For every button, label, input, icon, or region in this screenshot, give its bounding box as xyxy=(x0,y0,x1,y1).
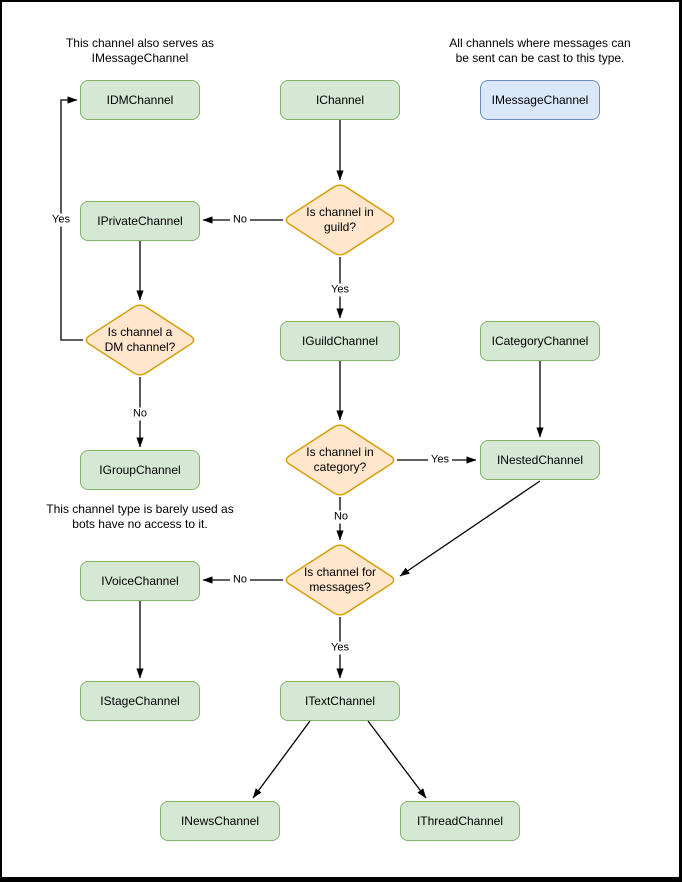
note-message-channel: All channels where messages can be sent … xyxy=(449,36,631,65)
note-group-channel: This channel type is barely used as bots… xyxy=(46,502,234,531)
node-igroupchannel: IGroupChannel xyxy=(80,450,200,490)
node-istagechannel: IStageChannel xyxy=(80,681,200,721)
edge-label-messages-no: No xyxy=(229,573,251,587)
edge-label-category-yes: Yes xyxy=(428,453,452,467)
edge-label-category-no: No xyxy=(330,510,352,524)
edge-itextchannel-to-inewschannel xyxy=(252,720,311,799)
node-itextchannel: ITextChannel xyxy=(280,681,400,721)
node-ichannel: IChannel xyxy=(280,80,400,120)
node-icategorychannel: ICategoryChannel xyxy=(480,321,600,361)
node-iguildchannel: IGuildChannel xyxy=(280,321,400,361)
decision-in-guild-label: Is channel in guild? xyxy=(306,205,374,234)
decision-is-dm-label: Is channel a DM channel? xyxy=(104,325,176,354)
node-ithreadchannel: IThreadChannel xyxy=(400,801,520,841)
node-inewschannel: INewsChannel xyxy=(160,801,280,841)
decision-for-messages-label: Is channel for messages? xyxy=(303,565,377,594)
edge-inestedchannel-to-messages-decision xyxy=(399,480,541,577)
node-imessagechannel: IMessageChannel xyxy=(480,80,600,120)
note-dm-channel: This channel also serves as IMessageChan… xyxy=(65,36,215,65)
node-iprivatechannel: IPrivateChannel xyxy=(80,201,200,241)
decision-in-category-label: Is channel in category? xyxy=(306,445,374,474)
node-ivoicechannel: IVoiceChannel xyxy=(80,561,200,601)
node-idmchannel: IDMChannel xyxy=(80,80,200,120)
node-inestedchannel: INestedChannel xyxy=(480,440,600,480)
edge-label-guild-no: No xyxy=(229,213,251,227)
edge-label-messages-yes: Yes xyxy=(328,641,352,655)
edge-itextchannel-to-ithreadchannel xyxy=(367,720,427,799)
edge-label-dm-no: No xyxy=(129,407,151,421)
edge-label-dm-yes: Yes xyxy=(49,213,73,227)
edge-label-guild-yes: Yes xyxy=(328,283,352,297)
